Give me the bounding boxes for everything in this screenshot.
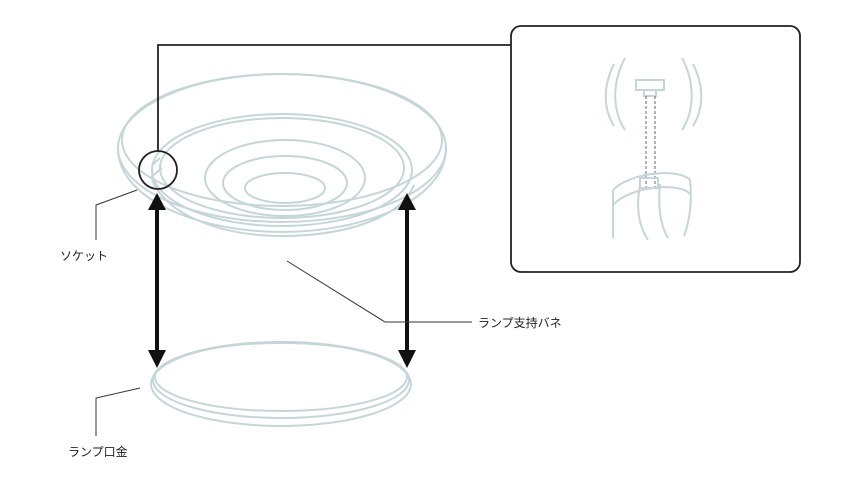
leader-lines [95, 189, 472, 436]
detail-inset [510, 25, 801, 273]
lamp-base-ring [150, 341, 412, 427]
spring-clip-detail [604, 57, 703, 241]
right-double-arrow [398, 193, 416, 368]
left-double-arrow [148, 193, 166, 368]
lamp-support-spring-label: ランプ支持バネ [478, 316, 562, 330]
detail-callout-circle [138, 44, 512, 190]
ceiling-socket-fixture [117, 73, 447, 238]
socket-label: ソケット [60, 249, 109, 263]
lamp-base-label: ランプ口金 [68, 445, 128, 459]
